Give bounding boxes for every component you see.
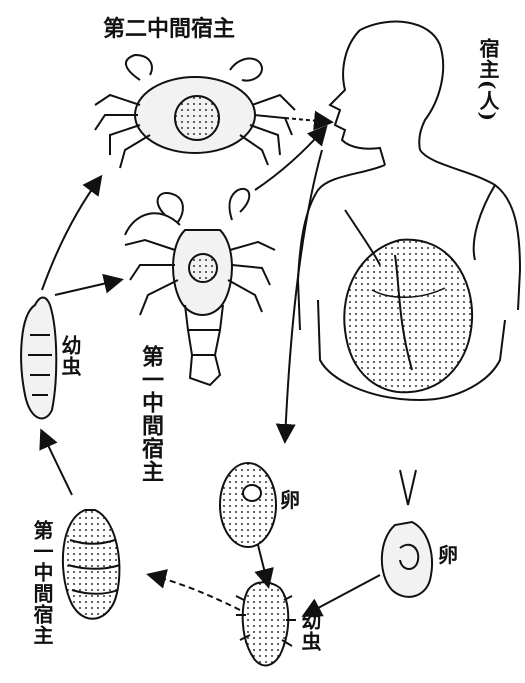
arrow-snail-to-larvaleft [42, 432, 72, 495]
arrow-larva-to-snail [150, 575, 240, 610]
egg-figure [220, 463, 276, 547]
first-intermediate-host-crayfish-label: 第一中間宿主 [140, 345, 162, 483]
arrow-eggright-to-larva [305, 575, 380, 615]
larva-bottom-label: 幼虫 [300, 610, 320, 652]
larva-bottom-figure [236, 582, 296, 665]
egg-label: 卵 [280, 490, 300, 510]
egg-right-label: 卵 [438, 545, 458, 565]
liver-organ [344, 240, 472, 393]
arrow-egg-to-larva [258, 545, 268, 585]
first-intermediate-host-snail-label: 第一中間宿主 [32, 520, 52, 646]
arrow-larvaleft-to-crab [42, 178, 100, 290]
larva-left-figure [21, 298, 56, 419]
crab-figure [95, 55, 295, 168]
arrow-crab-to-human [285, 118, 330, 122]
arrow-larvaleft-to-crayfish [55, 280, 120, 295]
snail-figure [63, 510, 120, 619]
egg-right-figure [382, 470, 432, 597]
final-host-label: 宿主(人) [478, 38, 498, 122]
larva-left-label: 幼虫 [60, 335, 80, 377]
second-intermediate-host-label: 第二中間宿主 [103, 18, 235, 40]
